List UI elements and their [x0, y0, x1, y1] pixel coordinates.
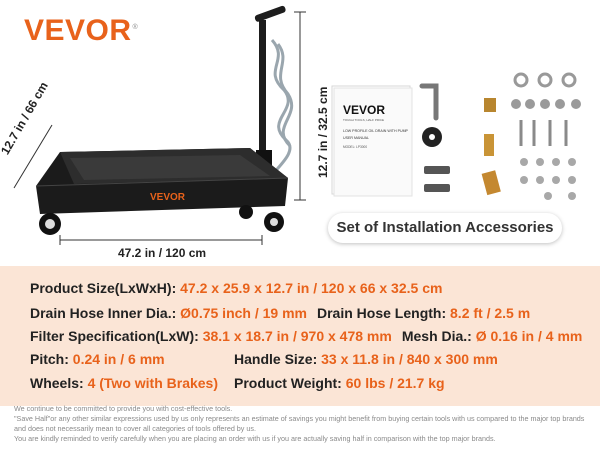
spec-key: Drain Hose Inner Dia.:: [30, 305, 181, 321]
spec-value: Ø 0.16 in / 4 mm: [475, 328, 583, 344]
brand-name: VEVOR: [24, 14, 132, 47]
spec-row-drain-hose: Drain Hose Inner Dia.: Ø0.75 inch / 19 m…: [30, 305, 530, 321]
spec-value: Ø0.75 inch / 19 mm: [180, 305, 307, 321]
spec-key: Filter Specification(LxW):: [30, 328, 203, 344]
user-manual: VEVOR TOUGH TOOLS, HALF PRICE LOW PROFIL…: [331, 85, 413, 197]
brand-logo: VEVOR®: [24, 14, 138, 48]
spec-key: Pitch:: [30, 351, 73, 367]
accessories: [419, 72, 581, 200]
spec-key: Mesh Dia.:: [401, 328, 476, 344]
spec-value: 0.24 in / 6 mm: [72, 351, 165, 367]
product-badge: VEVOR: [150, 192, 186, 203]
spec-row-wheels-weight: Wheels: 4 (Two with Brakes) Product Weig…: [30, 375, 445, 391]
brass-fitting-icon: [484, 98, 496, 112]
length-dimension-line: [59, 235, 263, 245]
spec-row-product-size: Product Size(LxWxH): 47.2 x 25.9 x 12.7 …: [30, 280, 442, 296]
spec-key: Product Size(LxWxH):: [30, 280, 181, 296]
manual-brand: VEVOR: [343, 103, 385, 117]
length-dimension-label: 47.2 in / 120 cm: [118, 246, 207, 260]
disclaimer-line: "Save Half"or any other similar expressi…: [14, 414, 585, 433]
drain-hose: [270, 38, 294, 176]
spec-row-filter: Filter Specification(LxW): 38.1 x 18.7 i…: [30, 328, 582, 344]
spec-value: 38.1 x 18.7 in / 970 x 478 mm: [202, 328, 392, 344]
manual-title: LOW PROFILE OIL DRAIN WITH PUMP: [343, 129, 409, 133]
spec-key: Product Weight:: [234, 375, 346, 391]
spec-value: 4 (Two with Brakes): [87, 375, 219, 391]
spec-value: 33 x 11.8 in / 840 x 300 mm: [321, 351, 498, 367]
disclaimer: We continue to be committed to provide y…: [14, 404, 594, 444]
spec-value: 47.2 x 25.9 x 12.7 in / 120 x 66 x 32.5 …: [180, 280, 443, 296]
manual-subtitle: USER MANUAL: [343, 136, 369, 140]
hose-clamp-icon: [513, 72, 529, 88]
spec-key: Wheels:: [30, 375, 88, 391]
wheels: [39, 205, 284, 235]
product-illustration: VEVOR VEVOR TOUGH TOOLS, HALF PRICE LOW …: [13, 5, 581, 245]
accessories-label: Set of Installation Accessories: [328, 213, 562, 243]
spec-value: 8.2 ft / 2.5 m: [450, 305, 531, 321]
spec-key: Drain Hose Length:: [317, 305, 451, 321]
spec-value: 60 lbs / 21.7 kg: [345, 375, 445, 391]
registered-mark: ®: [132, 24, 139, 31]
handle: [254, 5, 286, 170]
allen-key-icon: [419, 83, 439, 121]
manual-model: MODEL: LP3000: [343, 145, 367, 149]
disclaimer-line: We continue to be committed to provide y…: [14, 404, 233, 413]
spec-key: Handle Size:: [234, 351, 322, 367]
drain-plug-icon: [424, 166, 450, 174]
disclaimer-line: You are kindly reminded to verify carefu…: [14, 434, 496, 443]
drain-pan: [35, 148, 289, 214]
width-dimension-line: [13, 124, 53, 189]
height-dimension-label: 12.7 in / 32.5 cm: [316, 86, 330, 178]
specifications-panel: Product Size(LxWxH): 47.2 x 25.9 x 12.7 …: [0, 266, 600, 406]
height-dimension-line: [294, 11, 306, 201]
spec-row-pitch-handle: Pitch: 0.24 in / 6 mm Handle Size: 33 x …: [30, 351, 498, 367]
manual-tagline: TOUGH TOOLS, HALF PRICE: [343, 118, 384, 122]
